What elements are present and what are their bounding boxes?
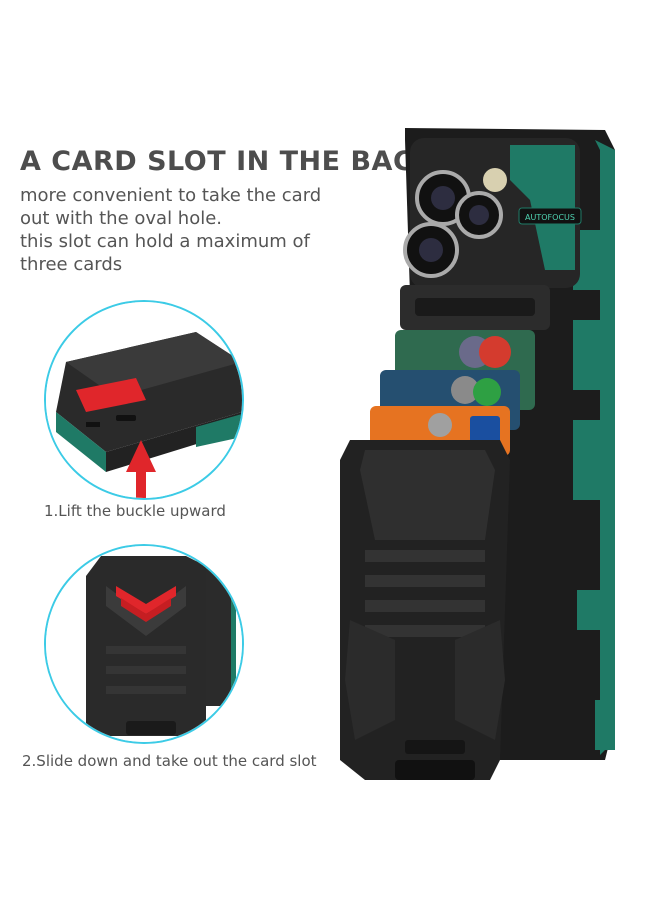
buckle-illustration (46, 302, 242, 498)
description-line: out with the oval hole. (20, 208, 223, 229)
slide-illustration (46, 546, 242, 742)
autofocus-label: AUTOFOCUS (525, 213, 575, 222)
step-1-caption: 1.Lift the buckle upward (44, 502, 226, 520)
description-line: this slot can hold a maximum of (20, 231, 310, 252)
buckle-detail-image (44, 300, 244, 500)
headline: A CARD SLOT IN THE BACK (20, 146, 435, 177)
slide-detail-image (44, 544, 244, 744)
step-2-caption: 2.Slide down and take out the card slot (22, 752, 317, 770)
phone-case-image: AUTOFOCUS (340, 128, 615, 780)
description-line: more convenient to take the card (20, 185, 322, 206)
description: more convenient to take the card out wit… (20, 184, 321, 276)
description-line: three cards (20, 254, 123, 275)
flash-icon (483, 168, 507, 192)
